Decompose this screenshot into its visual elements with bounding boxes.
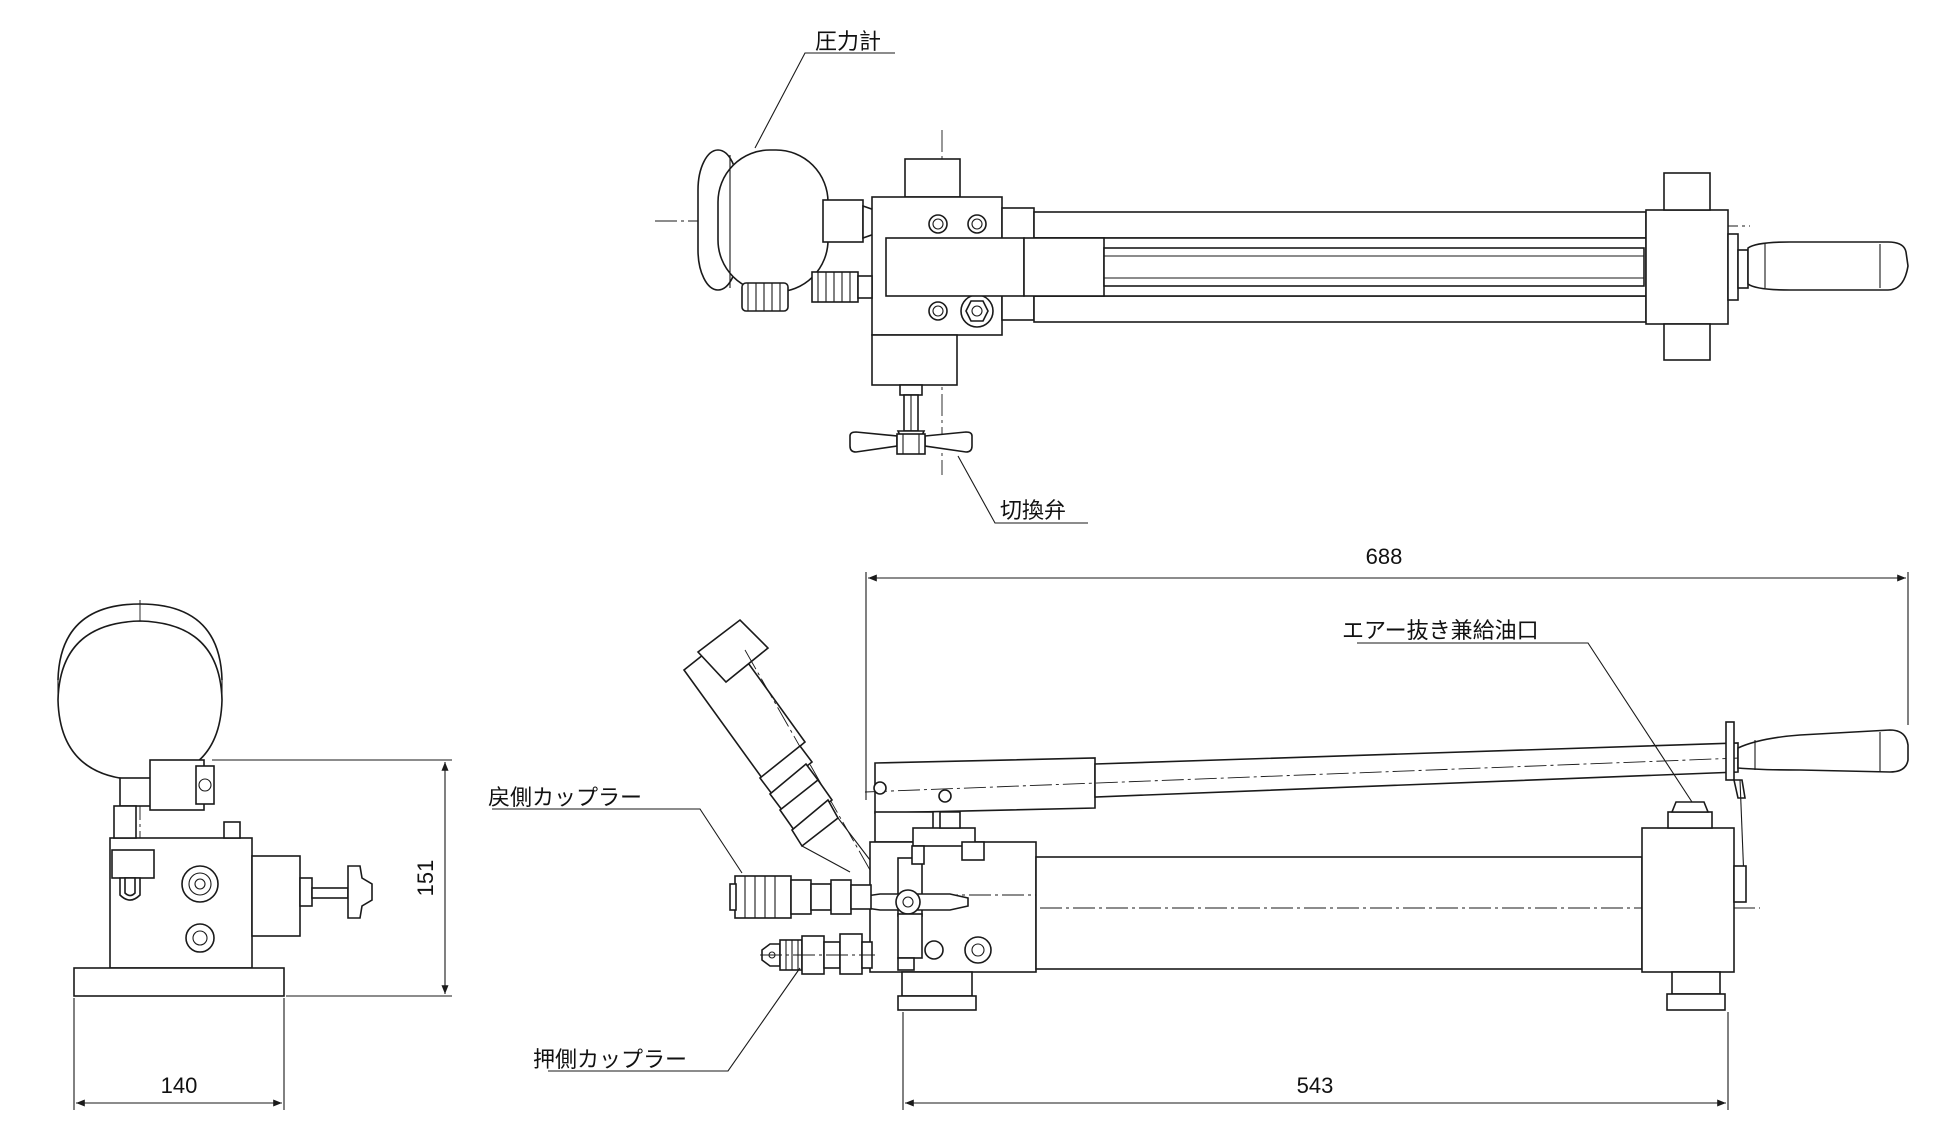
label-air-vent-oil-port: エアー抜き兼給油口 xyxy=(1342,619,1539,644)
leader-switch-valve xyxy=(957,455,1088,524)
dimension-140 xyxy=(73,998,285,1110)
push-coupler xyxy=(760,933,875,975)
dim-text-151: 151 xyxy=(413,860,438,897)
pressure-gauge-front xyxy=(682,618,871,873)
leader-air-vent xyxy=(1357,642,1693,803)
dim-text-140: 140 xyxy=(161,1073,198,1098)
label-switch-valve: 切換弁 xyxy=(1000,499,1066,524)
handle-top xyxy=(1645,172,1909,361)
leader-return-coupler xyxy=(492,808,743,874)
label-pressure-gauge: 圧力計 xyxy=(815,30,881,55)
dim-text-688: 688 xyxy=(1366,544,1403,569)
end-view xyxy=(57,600,373,997)
front-view xyxy=(492,618,1909,1072)
leader-push-coupler xyxy=(548,967,801,1072)
top-view xyxy=(655,52,1909,524)
dimension-543 xyxy=(902,1012,1729,1110)
switch-valve-top xyxy=(849,384,973,455)
label-return-coupler: 戻側カップラー xyxy=(488,786,642,811)
dimension-688 xyxy=(865,572,1909,800)
dimension-151 xyxy=(212,759,452,997)
label-push-coupler: 押側カップラー xyxy=(533,1048,687,1073)
leader-pressure-gauge xyxy=(754,52,895,149)
return-coupler xyxy=(729,875,872,919)
dim-text-543: 543 xyxy=(1297,1073,1334,1098)
